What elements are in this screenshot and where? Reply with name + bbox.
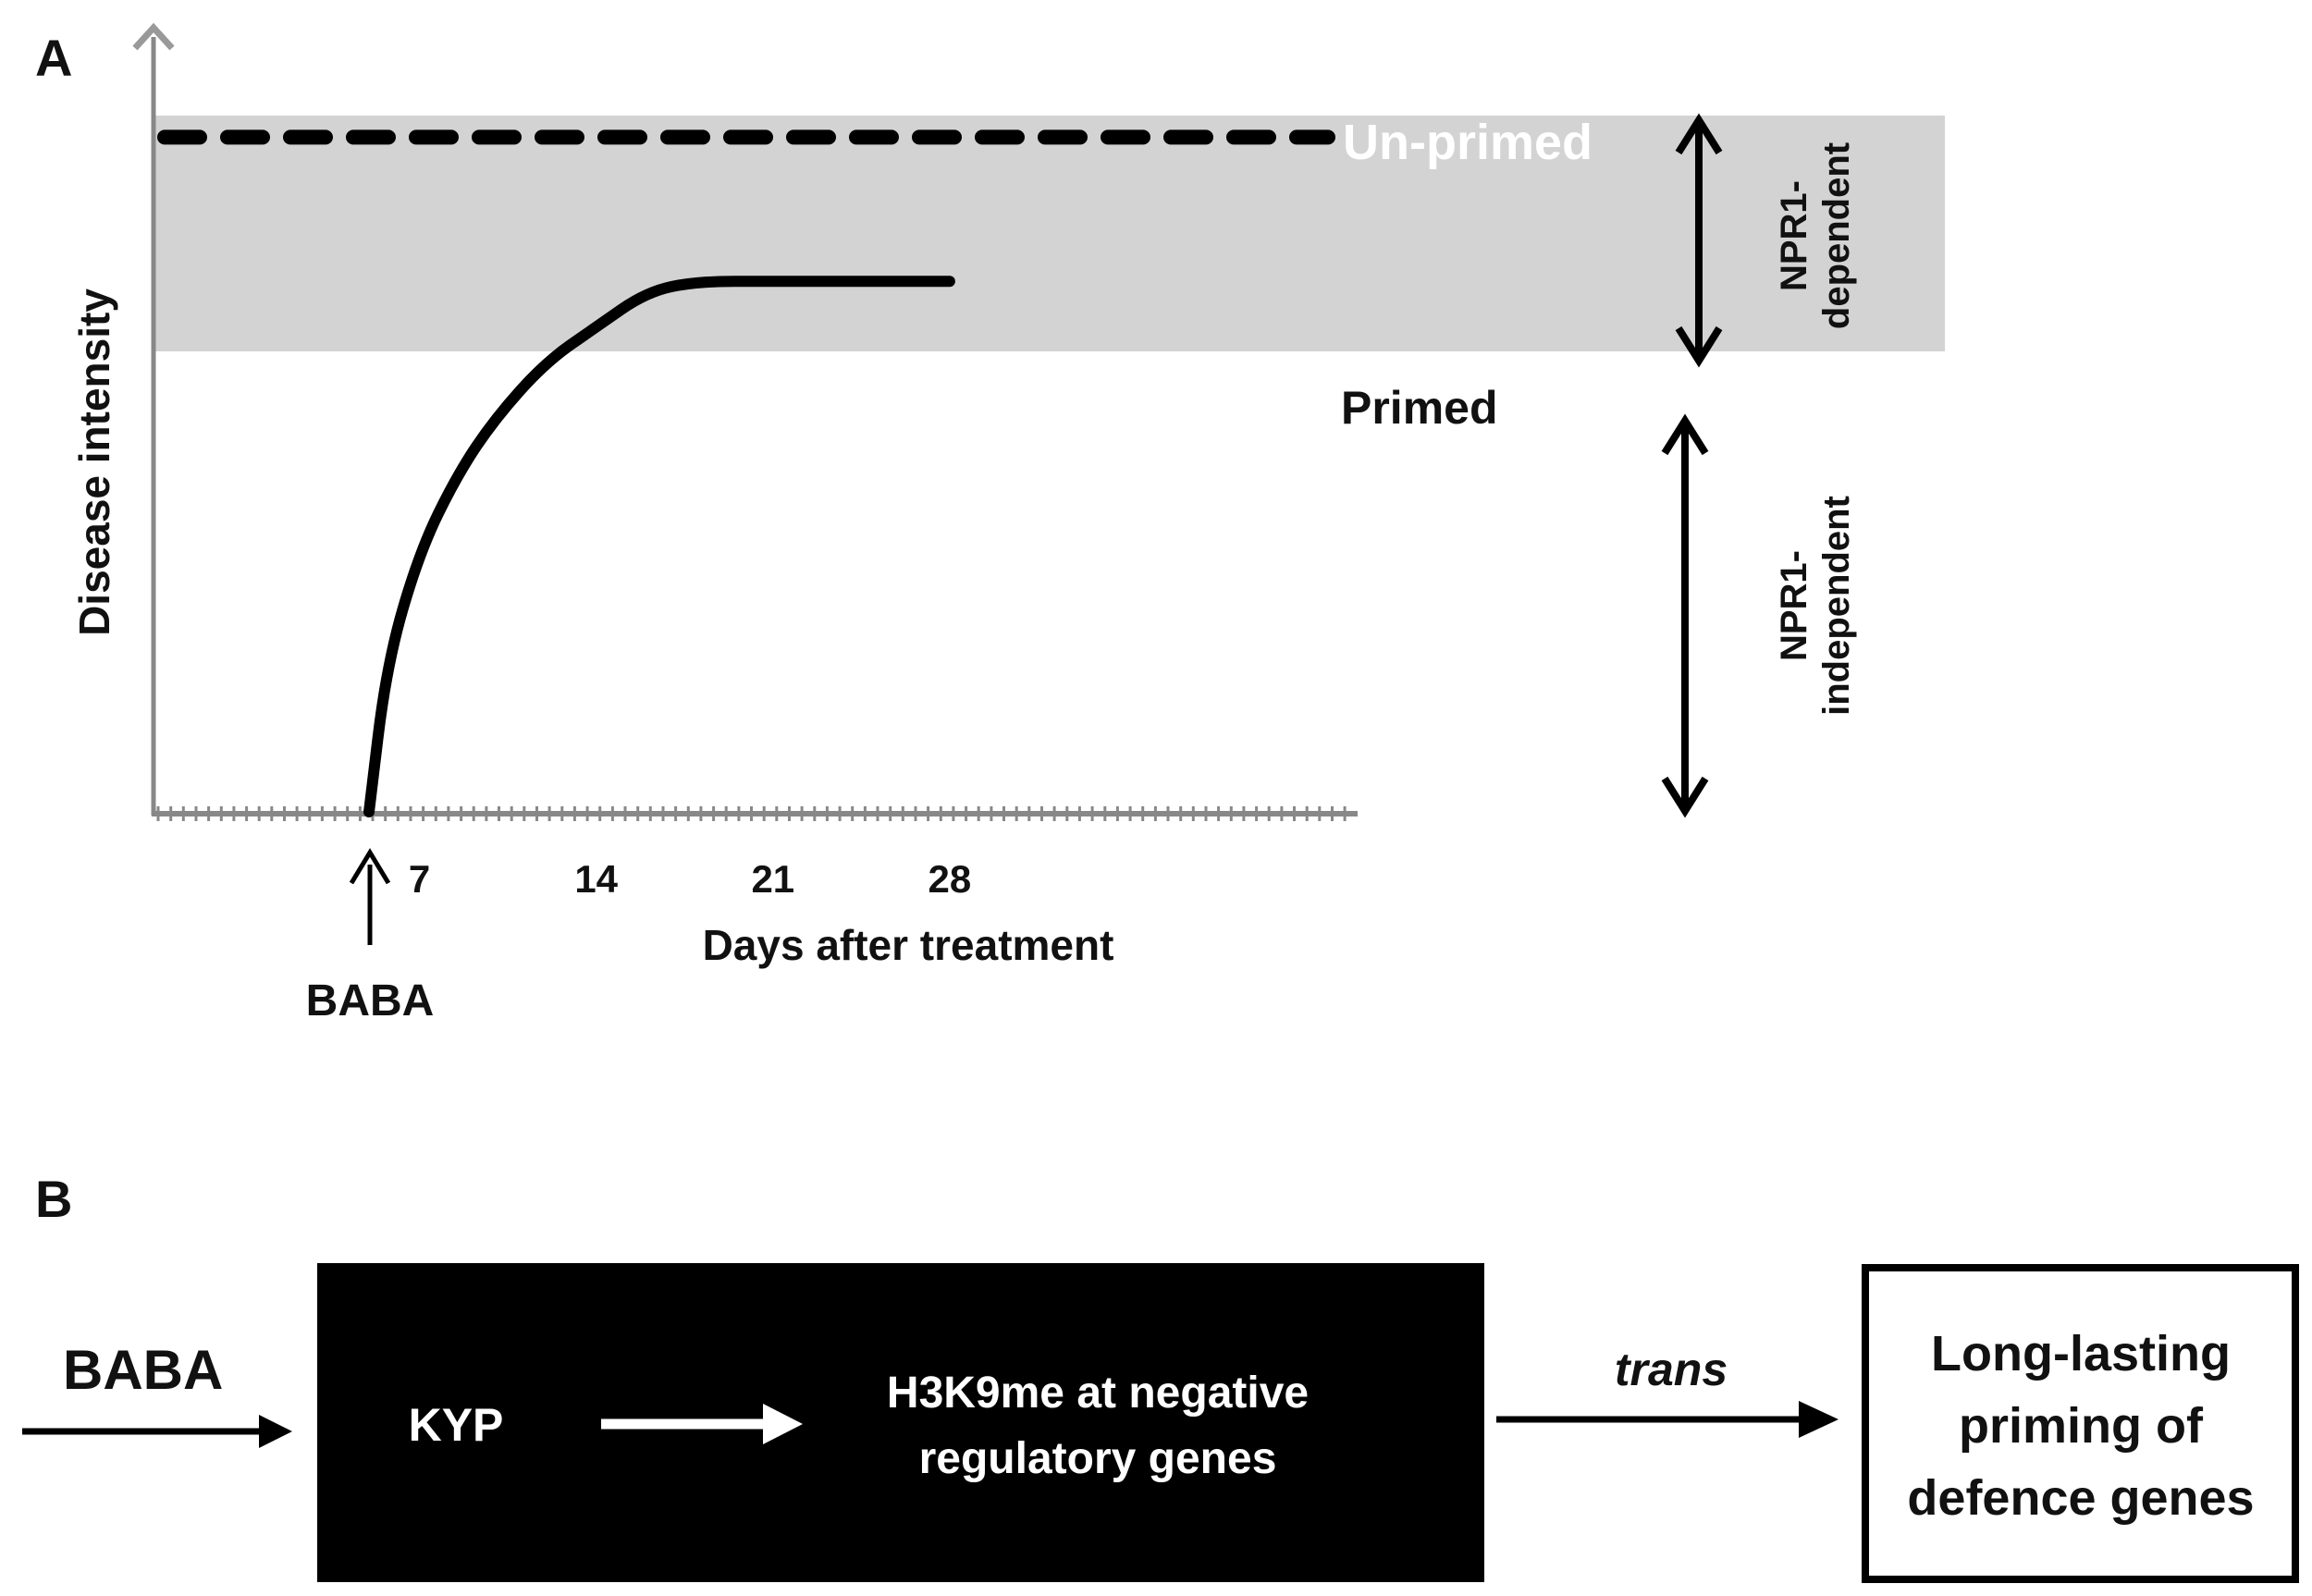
x-tick-label: 14 [574,857,618,901]
y-axis-arrowhead [132,22,175,51]
x-axis-ticks [156,806,1347,821]
panel-b-label: B [35,1170,72,1228]
x-tick-labels: 7 14 21 28 [409,857,971,901]
svg-text:NPR1-independent: NPR1-independent [1774,496,1857,716]
x-tick-label: 21 [751,857,794,901]
npr1-dependent-band [155,116,1945,351]
unprimed-label: Un-primed [1343,115,1593,170]
kyp-label: KYP [409,1399,504,1451]
x-axis-label: Days after treatment [703,921,1114,969]
panel-a-label: A [35,29,72,87]
primed-series-line [363,276,955,817]
outcome-line1: Long-lasting [1931,1326,2231,1381]
x-tick-label: 7 [409,857,430,901]
svg-text:NPR1-dependent: NPR1-dependent [1774,142,1857,329]
h3k9me-label-line2: regulatory genes [919,1434,1277,1483]
npr1-dependent-label: NPR1-dependent [1774,142,1857,329]
primed-label: Primed [1341,382,1498,434]
baba-treatment-label: BABA [306,976,435,1025]
baba-arrow-head [349,848,391,885]
npr1-independent-label: NPR1-independent [1774,496,1857,716]
npr1-dependent-arrow [1675,113,1723,368]
x-tick-label: 28 [928,857,972,901]
npr1-independent-arrow [1661,413,1709,818]
trans-arrow [1496,1401,1839,1438]
mechanism-box [317,1263,1484,1582]
y-axis-label: Disease intensity [70,289,118,636]
outcome-line3: defence genes [1907,1470,2254,1526]
baba-input-label: BABA [63,1339,223,1401]
outcome-line2: priming of [1959,1398,2204,1454]
trans-label: trans [1615,1344,1728,1395]
series-layer [157,129,1335,817]
kyp-to-h3k9me-arrow [601,1404,803,1444]
outcome-box [1862,1264,2299,1583]
baba-to-box-arrow [22,1415,292,1448]
h3k9me-label-line1: H3K9me at negative [887,1369,1309,1418]
